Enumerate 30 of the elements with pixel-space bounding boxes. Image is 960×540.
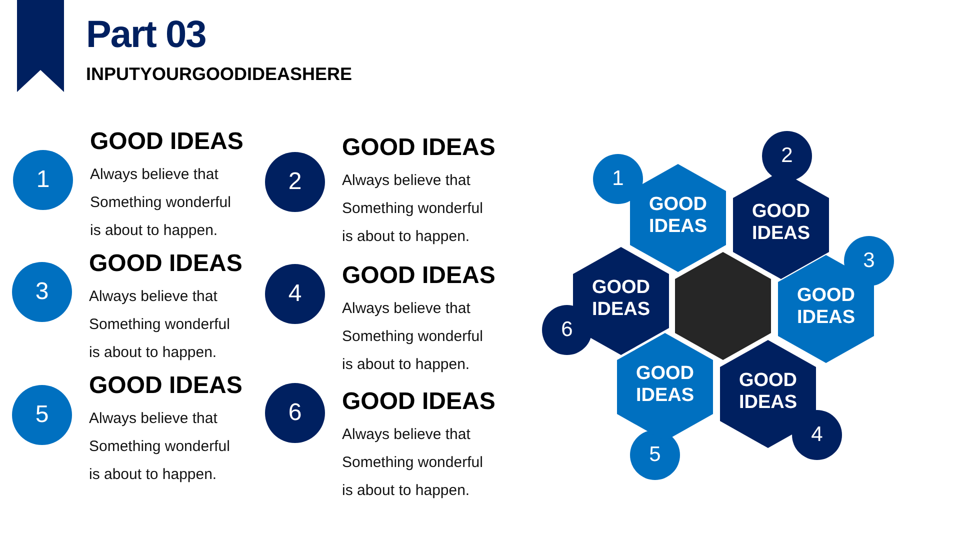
- number-circle: 5: [12, 385, 72, 445]
- description: Always believe that Something wonderful is about to happen.: [89, 287, 231, 363]
- number-circle: 1: [13, 150, 73, 210]
- description: Always believe that Something wonderful is about to happen.: [342, 425, 484, 501]
- description: Always believe that Something wonderful is about to happen.: [90, 165, 232, 241]
- number-circle: 4: [265, 264, 325, 324]
- hexagon-label: GOOD IDEAS: [590, 277, 652, 321]
- subtitle: INPUTYOURGOODIDEASHERE: [86, 64, 352, 85]
- number-circle: 1: [593, 154, 643, 204]
- heading: GOOD IDEAS: [342, 262, 496, 290]
- hexagon: [675, 252, 771, 360]
- heading: GOOD IDEAS: [89, 250, 242, 278]
- number-circle: 2: [265, 152, 325, 212]
- hexagon-label: GOOD IDEAS: [634, 363, 696, 407]
- heading: GOOD IDEAS: [342, 388, 496, 416]
- hexagon-label: GOOD IDEAS: [750, 201, 812, 245]
- description: Always believe that Something wonderful is about to happen.: [342, 171, 484, 247]
- number-circle: 2: [762, 131, 812, 181]
- number-circle: 6: [265, 383, 325, 443]
- description: Always believe that Something wonderful is about to happen.: [89, 409, 231, 485]
- number-circle: 3: [12, 262, 72, 322]
- hexagon-label: GOOD IDEAS: [648, 194, 708, 238]
- heading: GOOD IDEAS: [342, 134, 496, 162]
- bookmark-ribbon: [17, 0, 64, 92]
- heading: GOOD IDEAS: [89, 372, 242, 400]
- heading: GOOD IDEAS: [90, 128, 244, 156]
- number-circle: 5: [630, 430, 680, 480]
- hexagon-label: GOOD IDEAS: [796, 285, 856, 329]
- description: Always believe that Something wonderful is about to happen.: [342, 299, 484, 375]
- title: Part 03: [86, 14, 206, 57]
